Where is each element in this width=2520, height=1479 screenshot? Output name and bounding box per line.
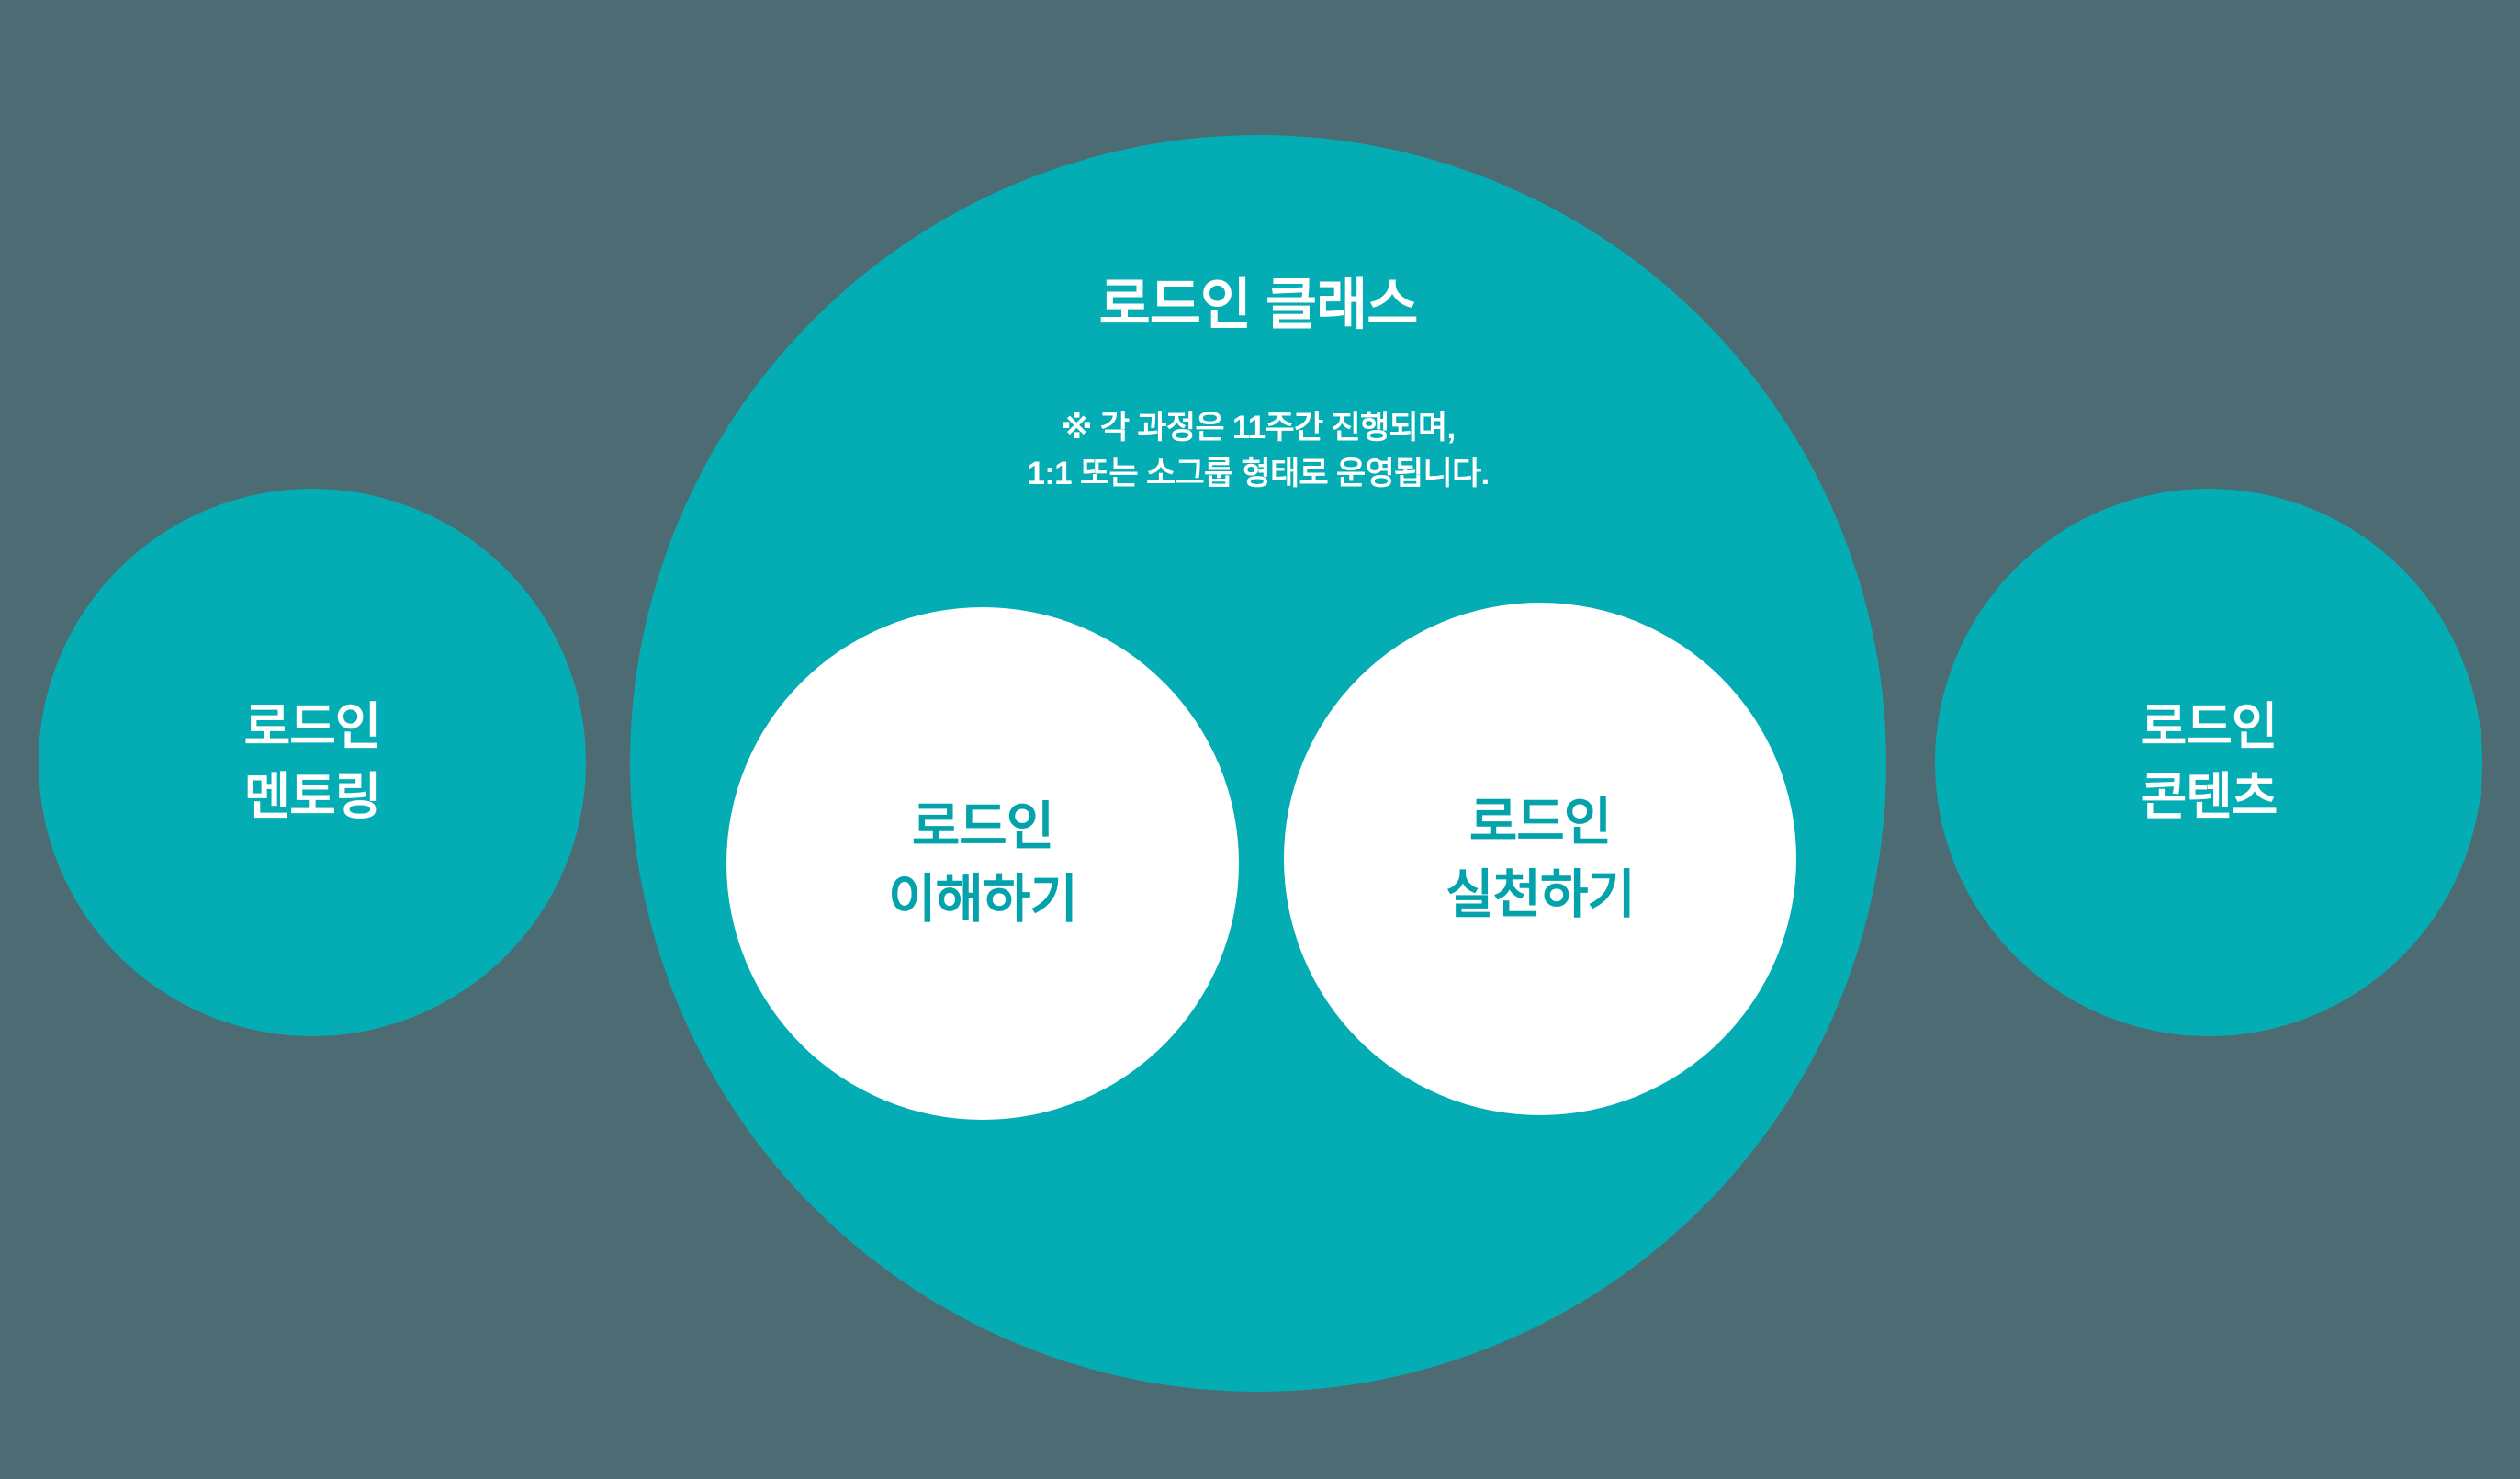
main-circle-title: 로드인 클래스 <box>1098 273 1419 335</box>
label-line-2: 멘토링 <box>243 768 382 825</box>
label-line-2: 실천하기 <box>1446 865 1636 924</box>
circle-roadin-practice[interactable]: 로드인 실천하기 <box>1284 603 1796 1115</box>
circle-label-understanding: 로드인 이해하기 <box>888 791 1078 935</box>
circle-label-contents: 로드인 콘텐츠 <box>2141 693 2278 832</box>
circle-label-mentoring: 로드인 멘토링 <box>243 693 382 832</box>
label-line-1: 로드인 <box>1468 793 1612 852</box>
main-circle-subtitle: ※ 각 과정은 11주간 진행되며, 1:1 또는 소그룹 형태로 운영됩니다. <box>630 405 1886 496</box>
subtitle-line-2: 1:1 또는 소그룹 형태로 운영됩니다. <box>1027 455 1490 491</box>
circle-label-practice: 로드인 실천하기 <box>1446 786 1636 931</box>
circle-roadin-contents[interactable]: 로드인 콘텐츠 <box>1935 489 2482 1036</box>
label-line-1: 로드인 <box>911 797 1054 857</box>
label-line-2: 이해하기 <box>888 870 1078 929</box>
subtitle-line-1: ※ 각 과정은 11주간 진행되며, <box>1061 410 1456 446</box>
label-line-1: 로드인 <box>243 698 382 756</box>
label-line-2: 콘텐츠 <box>2140 768 2278 825</box>
label-line-1: 로드인 <box>2140 698 2278 756</box>
circle-roadin-understanding[interactable]: 로드인 이해하기 <box>726 607 1239 1120</box>
circle-roadin-mentoring[interactable]: 로드인 멘토링 <box>39 489 586 1036</box>
